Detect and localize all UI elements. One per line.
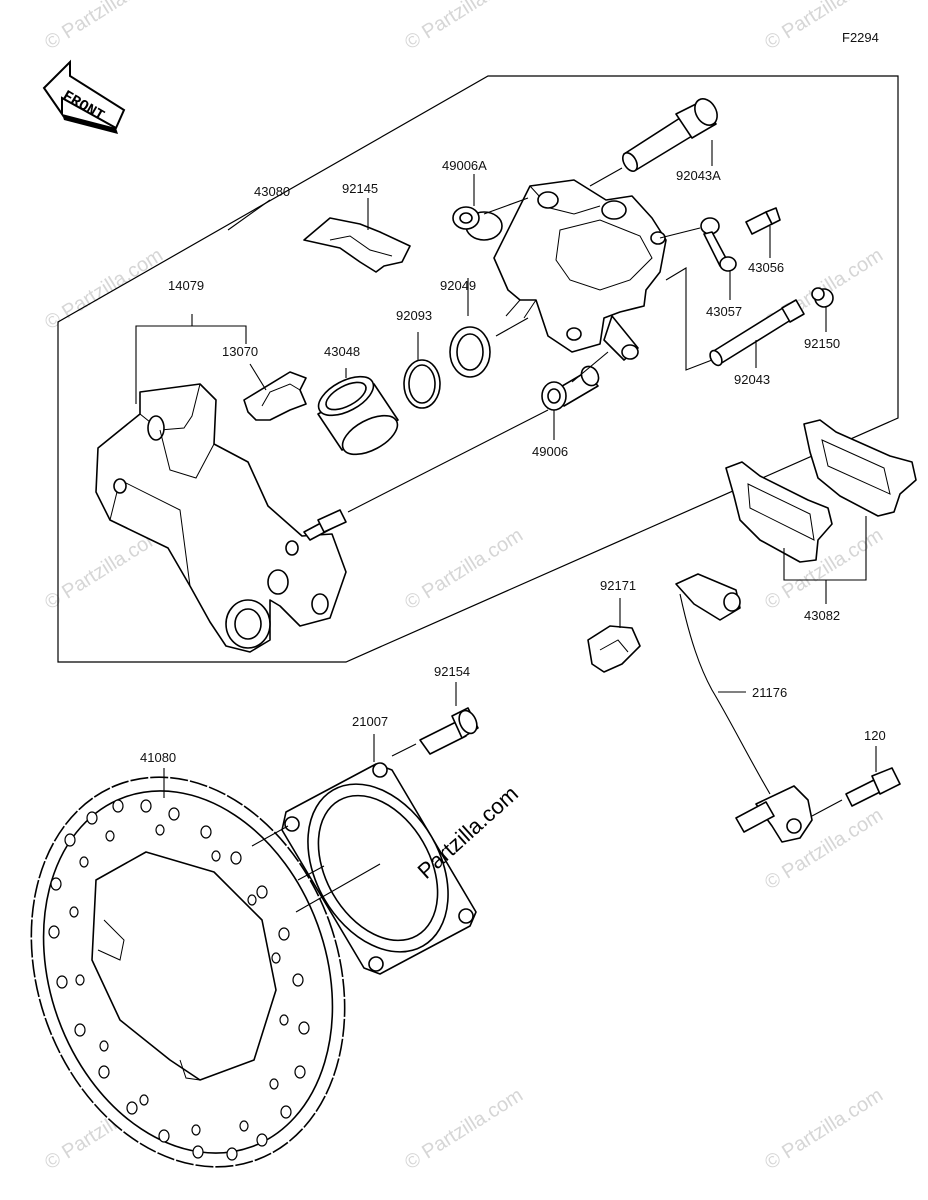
- bleeder-valve-part: [745, 207, 781, 235]
- label-92154: 92154: [434, 664, 470, 679]
- brake-disc-part: [30, 776, 346, 1168]
- sensor-screw-part: [845, 767, 901, 807]
- watermark: © Partzilla.com: [401, 524, 527, 614]
- guide-bolt-a-part: [621, 98, 718, 172]
- label-120: 120: [864, 728, 886, 743]
- label-13070: 13070: [222, 344, 258, 359]
- dust-seal-part: [449, 326, 491, 378]
- piston-part: [317, 375, 399, 456]
- boot-a-part: [452, 206, 503, 241]
- guide-bolt-part: [709, 299, 805, 367]
- label-92171: 92171: [600, 578, 636, 593]
- label-92093: 92093: [396, 308, 432, 323]
- label-92150: 92150: [804, 336, 840, 351]
- label-14079: 14079: [168, 278, 204, 293]
- disc-holes: [48, 799, 310, 1161]
- leader-lines: [135, 140, 877, 913]
- sensor-rotor-part: [281, 762, 477, 975]
- piston-seal-part: [403, 359, 441, 409]
- part-labels: 43080 92145 49006A 92043A 43056 43057 92…: [140, 158, 886, 765]
- watermark: © Partzilla.com: [41, 0, 167, 54]
- label-92043a: 92043A: [676, 168, 721, 183]
- label-41080: 41080: [140, 750, 176, 765]
- label-92049: 92049: [440, 278, 476, 293]
- anti-rattle-spring-part: [303, 217, 411, 273]
- sensor-clamp-part: [587, 625, 641, 673]
- watermark: © Partzilla.com: [401, 0, 527, 54]
- holder-pin-part: [317, 509, 347, 533]
- label-43056: 43056: [748, 260, 784, 275]
- disc-bolt-part: [419, 707, 479, 755]
- label-43082: 43082: [804, 608, 840, 623]
- brake-pad-inner-part: [725, 461, 833, 563]
- label-43057: 43057: [706, 304, 742, 319]
- label-21176: 21176: [752, 685, 787, 700]
- caliper-holder-part: [95, 383, 347, 653]
- boot-part: [541, 365, 600, 411]
- caliper-body-part: [493, 179, 667, 361]
- label-92145: 92145: [342, 181, 378, 196]
- label-21007: 21007: [352, 714, 388, 729]
- watermark: © Partzilla.com: [401, 1084, 527, 1174]
- watermark: © Partzilla.com: [761, 1084, 887, 1174]
- label-49006: 49006: [532, 444, 568, 459]
- bleeder-cap-part: [700, 217, 737, 272]
- label-49006a: 49006A: [442, 158, 487, 173]
- label-92043: 92043: [734, 372, 770, 387]
- bolt-cap-part: [811, 287, 834, 308]
- label-43080: 43080: [254, 184, 290, 199]
- pad-spring-part: [243, 371, 307, 421]
- wheel-speed-sensor-part: [675, 573, 813, 843]
- front-arrow-icon: FRONT: [42, 59, 126, 134]
- brake-pad-outer-part: [803, 419, 917, 517]
- label-43048: 43048: [324, 344, 360, 359]
- watermark: © Partzilla.com: [761, 0, 887, 54]
- figure-code: F2294: [842, 30, 879, 45]
- caliper-assembly-outline: [57, 75, 899, 663]
